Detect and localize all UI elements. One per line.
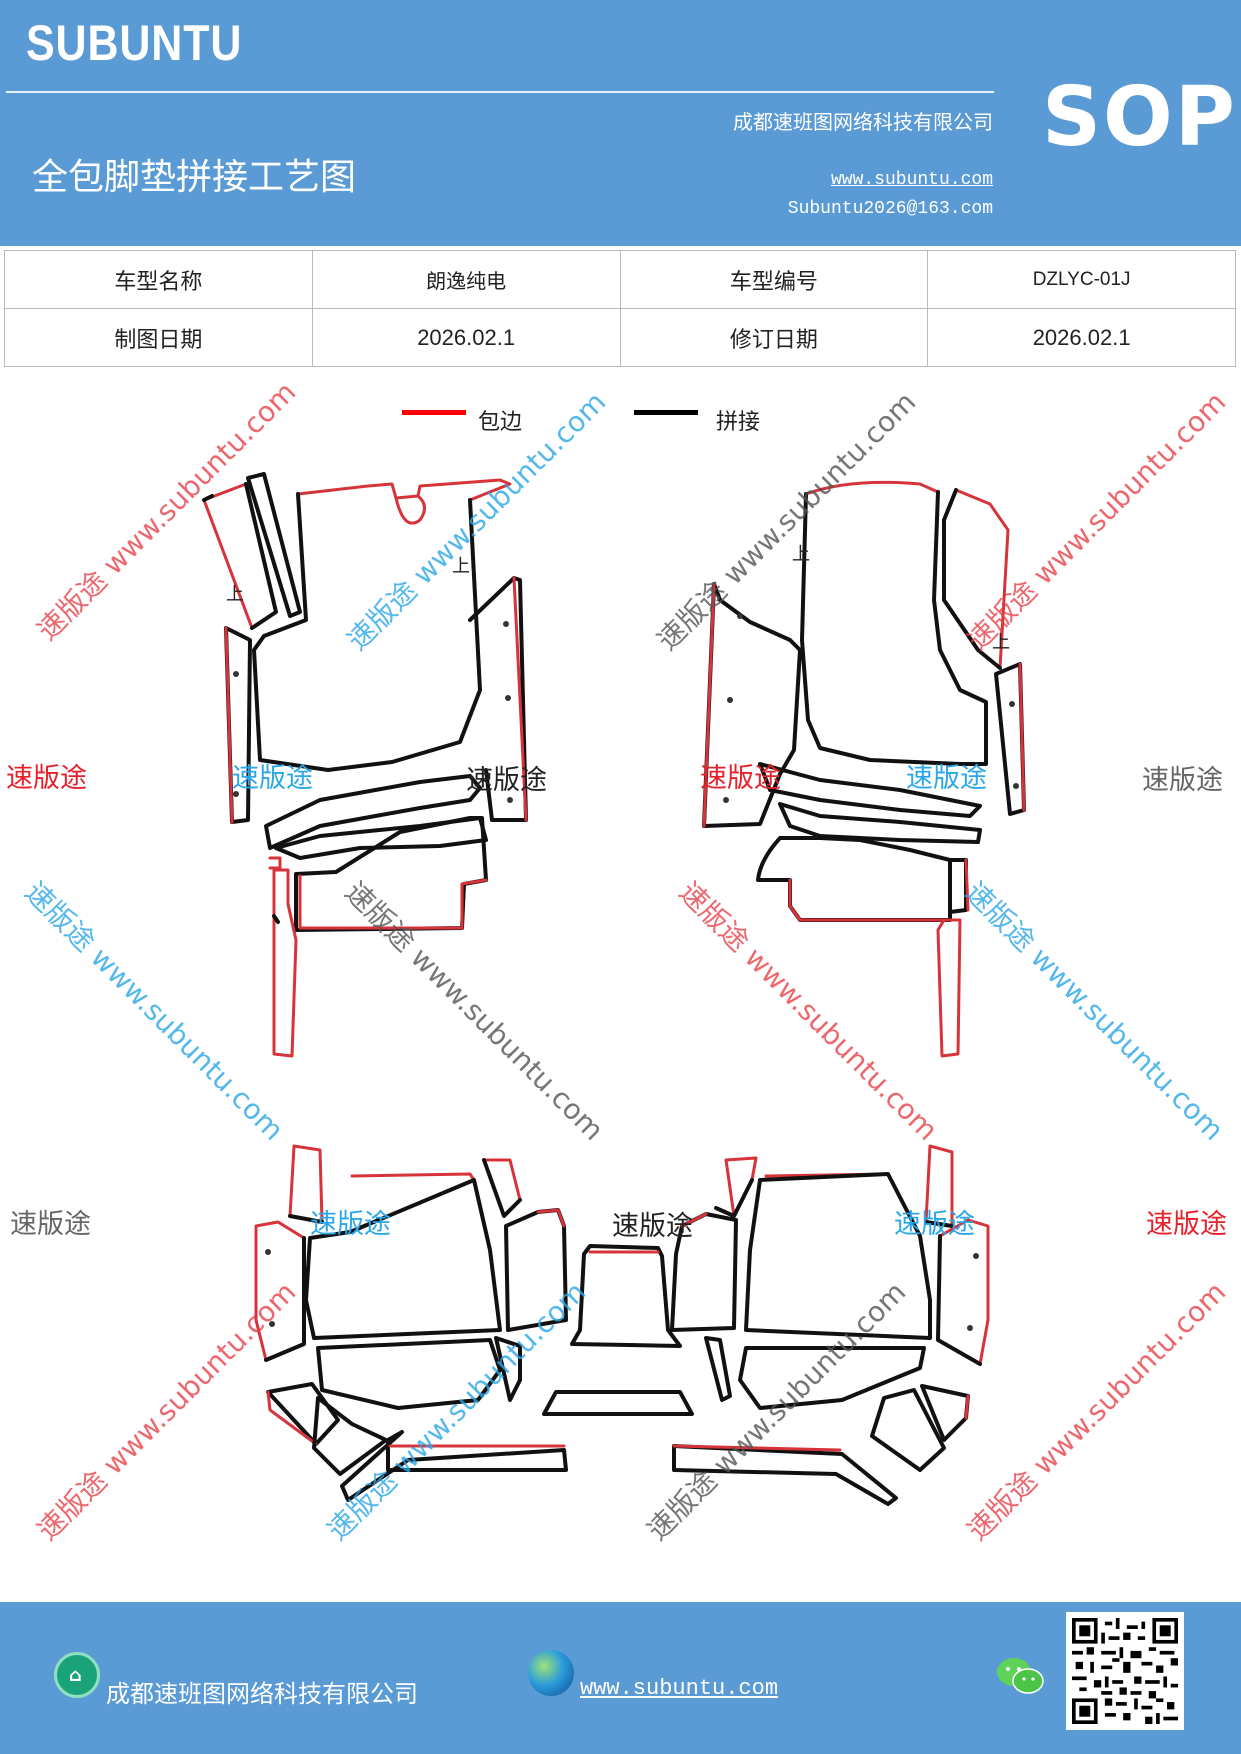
model-name-label: 车型名称 — [4, 250, 313, 309]
table-row: 车型名称 朗逸纯电 车型编号 DZLYC-01J — [4, 250, 1236, 309]
model-code-label: 车型编号 — [619, 250, 929, 309]
front-right-mat: 上 上 — [702, 480, 1026, 1058]
model-code-value: DZLYC-01J — [927, 250, 1236, 309]
building-icon: ⌂ — [54, 1652, 100, 1698]
brand-logo: SUBUNTU — [26, 15, 243, 71]
watermark: 速版途 — [906, 763, 987, 794]
up-mark: 上 — [792, 544, 810, 565]
qr-code — [1066, 1612, 1184, 1730]
footer-website-link[interactable]: www.subuntu.com — [580, 1676, 779, 1701]
table-row: 制图日期 2026.02.1 修订日期 2026.02.1 — [4, 308, 1236, 367]
footer-company-name: 成都速班图网络科技有限公司 — [106, 1680, 418, 1708]
footer-banner: ⌂ 成都速班图网络科技有限公司 www.subuntu.com — [0, 1602, 1241, 1754]
rear-right-mat — [670, 1144, 990, 1506]
legend-edge-label: 包边 — [478, 410, 523, 435]
wechat-icon — [997, 1658, 1044, 1694]
draw-date-label: 制图日期 — [4, 308, 313, 367]
company-name: 成都速班图网络科技有限公司 — [733, 110, 993, 134]
rear-left-mat — [254, 1144, 694, 1502]
watermark: 速版途 — [612, 1211, 693, 1242]
watermark: 速版途 — [1142, 765, 1223, 796]
revise-date-value: 2026.02.1 — [927, 308, 1236, 367]
watermark: 速版途 — [6, 763, 87, 794]
up-mark: 上 — [226, 584, 244, 605]
website-link[interactable]: www.subuntu.com — [830, 170, 993, 190]
front-left-mat: 上 上 — [202, 472, 528, 1058]
watermark: 速版途 — [10, 1209, 91, 1240]
revise-date-label: 修订日期 — [619, 308, 929, 367]
globe-icon — [528, 1650, 574, 1696]
watermark: 速版途 — [232, 763, 313, 794]
up-mark: 上 — [992, 632, 1010, 653]
floor-mat-diagram: 上 上 上 上 — [202, 472, 1026, 1506]
watermark: 速版途 — [310, 1209, 391, 1240]
up-mark: 上 — [452, 556, 470, 577]
legend-seam-label: 拼接 — [716, 410, 761, 435]
page-title: 全包脚垫拼接工艺图 — [32, 157, 357, 198]
model-name-value: 朗逸纯电 — [311, 250, 621, 309]
draw-date-value: 2026.02.1 — [311, 308, 621, 367]
doc-type-badge: SOP — [1042, 70, 1237, 165]
legend-seam-swatch — [634, 410, 698, 415]
header-divider — [6, 91, 994, 93]
watermark: 速版途 — [894, 1209, 975, 1240]
watermark: 速版途 — [700, 763, 781, 794]
legend-edge-swatch — [402, 410, 466, 415]
header-banner: SUBUNTU 成都速班图网络科技有限公司 全包脚垫拼接工艺图 www.subu… — [0, 0, 1241, 246]
email-address: Subuntu2026@163.com — [787, 199, 993, 219]
model-info-table: 车型名称 朗逸纯电 车型编号 DZLYC-01J 制图日期 2026.02.1 … — [4, 250, 1236, 367]
watermark: 速版途 — [1146, 1209, 1227, 1240]
watermark: 速版途 — [466, 765, 547, 796]
